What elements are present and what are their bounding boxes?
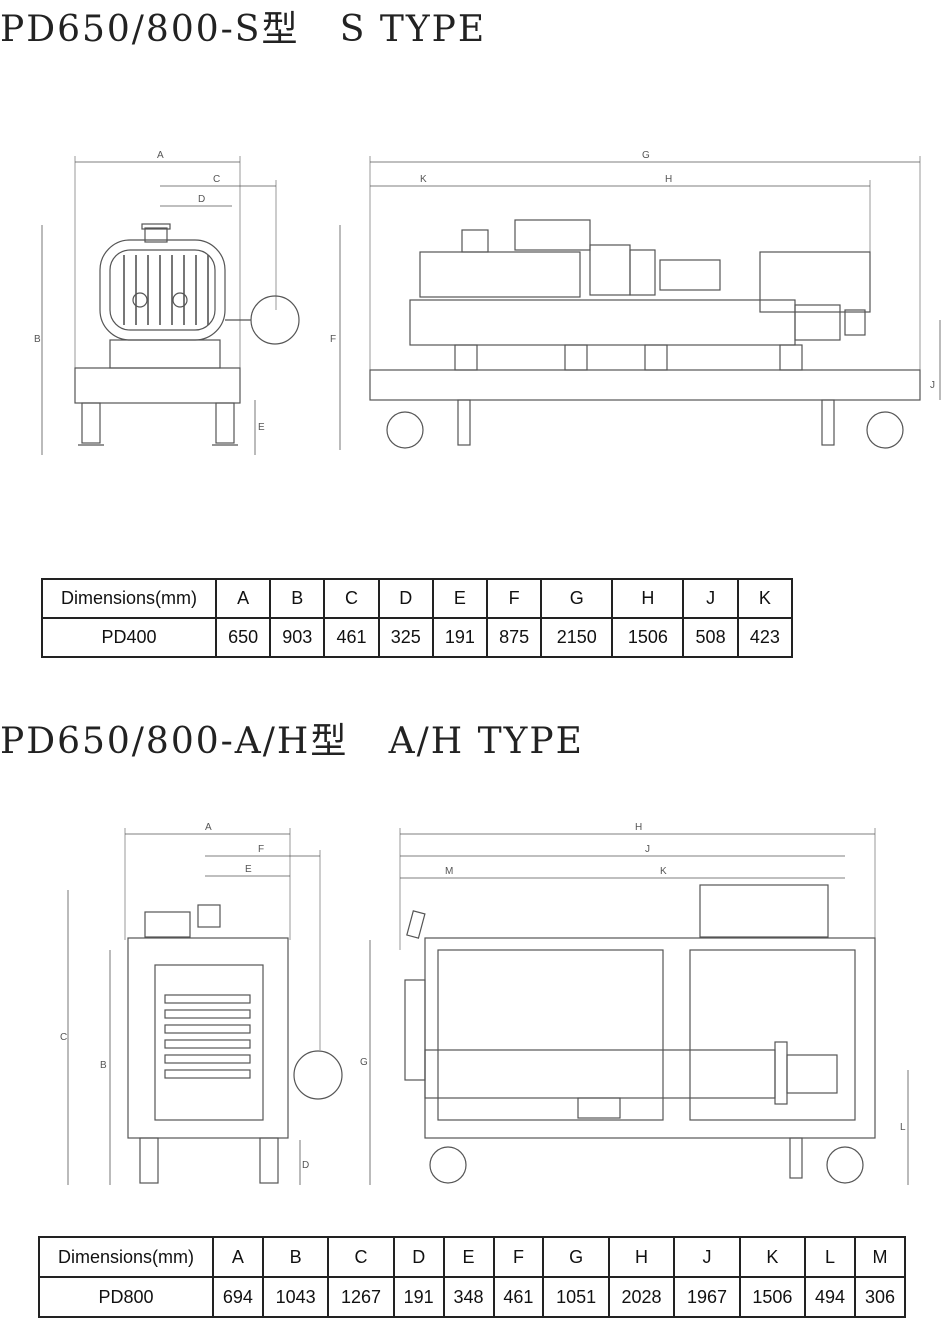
table-cell: 1043	[261, 1276, 330, 1318]
table-cell: 423	[736, 617, 794, 658]
table-header-cell: A	[214, 578, 272, 619]
table-header-cell: G	[542, 1236, 610, 1278]
table-header-label: Dimensions(mm)	[41, 578, 217, 619]
table-header-cell: E	[431, 578, 489, 619]
ah-label-f: F	[258, 844, 264, 855]
table-header-cell: M	[854, 1236, 906, 1278]
table-cell: 1051	[542, 1276, 610, 1318]
table-header-cell: G	[540, 578, 614, 619]
table-cell: 461	[492, 1276, 545, 1318]
table-header-cell: H	[611, 578, 685, 619]
table-cell: 494	[804, 1276, 856, 1318]
table-header-cell: D	[392, 1236, 445, 1278]
table-row: PD400 650 903 461 325 191 875 2150 1506 …	[41, 617, 794, 658]
table-cell: 903	[269, 617, 326, 658]
table-header-row: Dimensions(mm) A B C D E F G H J K	[41, 578, 794, 619]
s-label-f: F	[330, 334, 336, 345]
table-header-cell: H	[607, 1236, 676, 1278]
ah-label-b: B	[100, 1060, 107, 1071]
ah-type-drawing: A F E C B D G H J M K L	[60, 822, 909, 1185]
s-label-j: J	[930, 380, 935, 391]
table-cell: 306	[854, 1276, 906, 1318]
table-cell: 1967	[673, 1276, 741, 1318]
table-header-cell: F	[492, 1236, 545, 1278]
ah-label-e: E	[245, 864, 252, 875]
table-header-cell: B	[261, 1236, 330, 1278]
table-cell: 694	[212, 1276, 264, 1318]
table-cell: 1267	[327, 1276, 395, 1318]
s-label-e: E	[258, 422, 265, 433]
s-label-k: K	[420, 174, 427, 185]
table-header-cell: L	[804, 1236, 856, 1278]
table-header-label: Dimensions(mm)	[38, 1236, 214, 1278]
table-header-cell: C	[327, 1236, 395, 1278]
table-header-row: Dimensions(mm) A B C D E F G H J K L M	[38, 1236, 906, 1278]
table-header-cell: J	[673, 1236, 741, 1278]
table-row-model: PD800	[38, 1276, 214, 1318]
ah-label-c: C	[60, 1032, 67, 1043]
ah-label-l: L	[900, 1122, 906, 1133]
table-header-cell: F	[486, 578, 543, 619]
table-cell: 2150	[540, 617, 614, 658]
table-cell: 348	[442, 1276, 495, 1318]
ah-label-m: M	[445, 866, 453, 877]
table-header-cell: B	[269, 578, 326, 619]
table-row-model: PD400	[41, 617, 217, 658]
s-label-b: B	[34, 334, 41, 345]
table-header-cell: K	[736, 578, 794, 619]
ah-label-g: G	[360, 1057, 368, 1068]
ah-label-d: D	[302, 1160, 309, 1171]
ah-label-k: K	[660, 866, 667, 877]
table-header-cell: D	[377, 578, 434, 619]
table-header-cell: J	[682, 578, 739, 619]
table-row: PD800 694 1043 1267 191 348 461 1051 202…	[38, 1276, 906, 1318]
s-label-c: C	[213, 174, 220, 185]
s-label-a: A	[157, 150, 164, 161]
s-type-dimensions-table: Dimensions(mm) A B C D E F G H J K PD400…	[41, 578, 794, 658]
table-header-cell: C	[323, 578, 380, 619]
table-header-cell: A	[212, 1236, 264, 1278]
table-header-cell: K	[738, 1236, 807, 1278]
table-cell: 191	[392, 1276, 445, 1318]
table-cell: 2028	[607, 1276, 676, 1318]
table-cell: 875	[486, 617, 543, 658]
s-label-h: H	[665, 174, 672, 185]
table-cell: 650	[214, 617, 272, 658]
table-cell: 1506	[611, 617, 685, 658]
table-cell: 461	[323, 617, 380, 658]
ah-label-h: H	[635, 822, 642, 833]
section1-title: PD650/800-S型 S TYPE	[0, 9, 487, 50]
s-label-g: G	[642, 150, 650, 161]
table-header-cell: E	[442, 1236, 495, 1278]
s-type-drawing: A C D B E G K H F J	[34, 150, 941, 455]
ah-label-a: A	[205, 822, 212, 833]
section2-title: PD650/800-A/H型 A/H TYPE	[0, 721, 584, 762]
table-cell: 191	[431, 617, 489, 658]
s-label-d: D	[198, 194, 205, 205]
table-cell: 508	[682, 617, 739, 658]
ah-label-j: J	[645, 844, 650, 855]
ah-type-dimensions-table: Dimensions(mm) A B C D E F G H J K L M P…	[38, 1236, 906, 1318]
table-cell: 1506	[738, 1276, 807, 1318]
table-cell: 325	[377, 617, 434, 658]
